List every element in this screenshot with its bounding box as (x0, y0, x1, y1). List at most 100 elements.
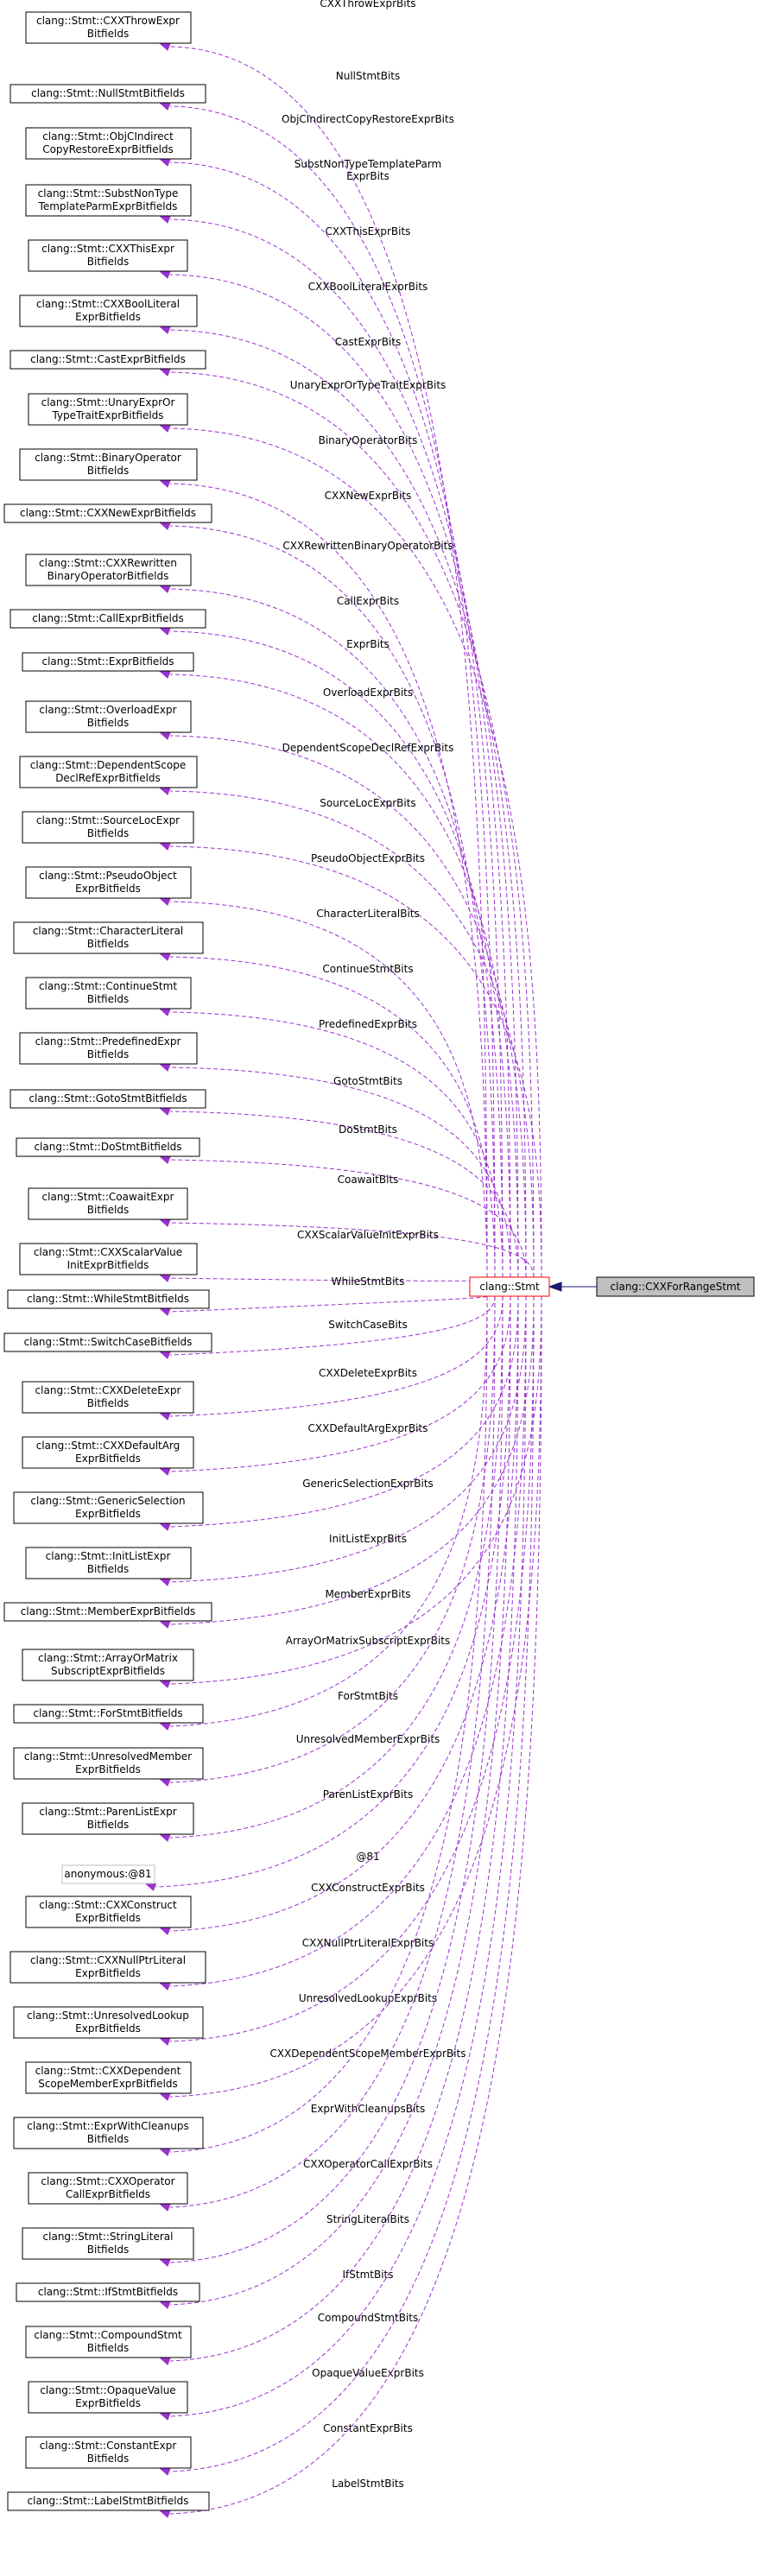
edge-binaryoperatorbitfields (169, 483, 488, 1278)
node-unresolvedmemberexprbitfields[interactable]: clang::Stmt::UnresolvedMemberExprBitfiel… (13, 1747, 204, 1780)
node-label: clang::Stmt::DependentScope (30, 759, 187, 771)
node-cxxnewexprbitfields[interactable]: clang::Stmt::CXXNewExprBitfields (3, 503, 212, 523)
edge-compoundstmtbitfields (169, 1295, 519, 2362)
node-callexprbitfields[interactable]: clang::Stmt::CallExprBitfields (10, 609, 206, 629)
edge-cxxconstructexprbitfields (169, 1295, 519, 1932)
node-box (22, 2227, 194, 2260)
node-box (10, 1951, 206, 1984)
node-box (25, 1547, 192, 1579)
edge-arrowhead (158, 522, 171, 530)
node-label: Bitfields (87, 827, 129, 839)
edge-label: PredefinedExprBits (319, 1018, 417, 1030)
edge-cxxboolliteralexprbitfields (169, 329, 527, 1278)
edge-label: UnresolvedMemberExprBits (296, 1733, 440, 1745)
node-box (25, 11, 192, 44)
node-label: clang::Stmt::CompoundStmt (34, 2329, 182, 2341)
node-ifstmtbitfields[interactable]: clang::Stmt::IfStmtBitfields (16, 2282, 200, 2302)
edge-label: @81 (356, 1851, 379, 1863)
node-cxxrewrittenbinaryoperatorbitfields[interactable]: clang::Stmt::CXXRewrittenBinaryOperatorB… (25, 554, 192, 586)
node-whilestmtbitfields[interactable]: clang::Stmt::WhileStmtBitfields (7, 1289, 210, 1309)
node-cxxoperatorcallexprbitfields[interactable]: clang::Stmt::CXXOperatorCallExprBitfield… (28, 2172, 188, 2205)
node-label: clang::Stmt::ContinueStmt (39, 980, 177, 992)
edge-arrowhead (158, 2037, 171, 2046)
node-genericselectionexprbitfields[interactable]: clang::Stmt::GenericSelectionExprBitfiel… (13, 1491, 204, 1524)
node-dependentscopedeclrefexprbitfields[interactable]: clang::Stmt::DependentScopeDeclRefExprBi… (19, 756, 198, 788)
node-label: CopyRestoreExprBitfields (42, 143, 174, 155)
node-cxx-for-range-stmt[interactable]: clang::CXXForRangeStmt (596, 1276, 755, 1297)
node-unresolvedlookupexprbitfields[interactable]: clang::Stmt::UnresolvedLookupExprBitfiel… (13, 2006, 204, 2039)
node-switchcasebitfields[interactable]: clang::Stmt::SwitchCaseBitfields (3, 1332, 212, 1352)
node-forstmtbitfields[interactable]: clang::Stmt::ForStmtBitfields (13, 1704, 204, 1724)
node-substnontypetemplateparmexprbitfields[interactable]: clang::Stmt::SubstNonTypeTemplateParmExp… (25, 184, 192, 217)
node-label: ExprBitfields (75, 1763, 141, 1775)
edge-arrowhead (158, 2510, 171, 2518)
node-objcindirectcopyrestoreexprbitfields[interactable]: clang::Stmt::ObjCIndirectCopyRestoreExpr… (25, 127, 192, 160)
edge-parenlistexprbitfields (169, 1295, 504, 1839)
node-label: Bitfields (87, 2133, 129, 2145)
node-label: clang::Stmt::OpaqueValue (40, 2384, 175, 2396)
node-cxxnullptrliteralexprbitfields[interactable]: clang::Stmt::CXXNullPtrLiteralExprBitfie… (10, 1951, 206, 1984)
node-labelstmtbitfields[interactable]: clang::Stmt::LabelStmtBitfields (7, 2491, 210, 2511)
node-binaryoperatorbitfields[interactable]: clang::Stmt::BinaryOperatorBitfields (19, 448, 198, 481)
node-label: clang::Stmt::ForStmtBitfields (33, 1707, 182, 1719)
node-gotostmtbitfields[interactable]: clang::Stmt::GotoStmtBitfields (10, 1089, 206, 1109)
edge-arrowhead (158, 1467, 171, 1476)
node-box (596, 1276, 755, 1297)
node-castexprbitfields[interactable]: clang::Stmt::CastExprBitfields (10, 350, 206, 370)
node-dostmtbitfields[interactable]: clang::Stmt::DoStmtBitfields (16, 1137, 200, 1157)
node-arrayormatrixsubscriptexprbitfields[interactable]: clang::Stmt::ArrayOrMatrixSubscriptExprB… (22, 1649, 194, 1681)
node-box (28, 2172, 188, 2205)
node-unaryexprortypetraitexprbitfields[interactable]: clang::Stmt::UnaryExprOrTypeTraitExprBit… (28, 393, 188, 426)
node-clang-stmt[interactable]: clang::Stmt (469, 1276, 550, 1297)
edge-constantexprbitfields (169, 1295, 535, 2472)
node-box (25, 127, 192, 160)
node-label: Bitfields (87, 2453, 129, 2465)
node-box (13, 1491, 204, 1524)
edge-arrowhead (158, 1982, 171, 1991)
edge-label: CXXRewrittenBinaryOperatorBits (282, 540, 453, 552)
edge-cxxnullptrliteralexprbitfields (169, 1295, 527, 1987)
node-label: clang::Stmt::WhileStmtBitfields (27, 1293, 189, 1305)
edge-arrowhead (158, 270, 171, 279)
edge-label: GenericSelectionExprBits (302, 1478, 434, 1490)
edge-arrowhead (158, 585, 171, 593)
node-label: ScopeMemberExprBitfields (38, 2078, 178, 2090)
node-label: ExprBitfields (75, 1912, 141, 1924)
node-nullstmtbitfields[interactable]: clang::Stmt::NullStmtBitfields (10, 84, 206, 104)
node-box (10, 609, 206, 629)
node-anonymous-81[interactable]: anonymous:@81 (61, 1864, 155, 1884)
edge-pseudoobjectexprbitfields (169, 901, 488, 1278)
edge-arrowhead (158, 1578, 171, 1586)
node-box (13, 2117, 204, 2149)
node-cxxdependentscopememberexprbitfields[interactable]: clang::Stmt::CXXDependentScopeMemberExpr… (25, 2061, 192, 2094)
edge-arrowhead (158, 326, 171, 334)
edge-arrowhead (158, 1412, 171, 1421)
node-label: clang::Stmt::CharacterLiteral (33, 925, 183, 937)
node-box (3, 1332, 212, 1352)
edge-arrowhead (158, 1218, 171, 1227)
node-exprbitfields[interactable]: clang::Stmt::ExprBitfields (22, 652, 194, 672)
node-cxxscalarvalueinitexprbitfields[interactable]: clang::Stmt::CXXScalarValueInitExprBitfi… (19, 1243, 198, 1275)
node-memberexprbitfields[interactable]: clang::Stmt::MemberExprBitfields (3, 1602, 212, 1622)
node-label: SubscriptExprBitfields (51, 1665, 165, 1677)
